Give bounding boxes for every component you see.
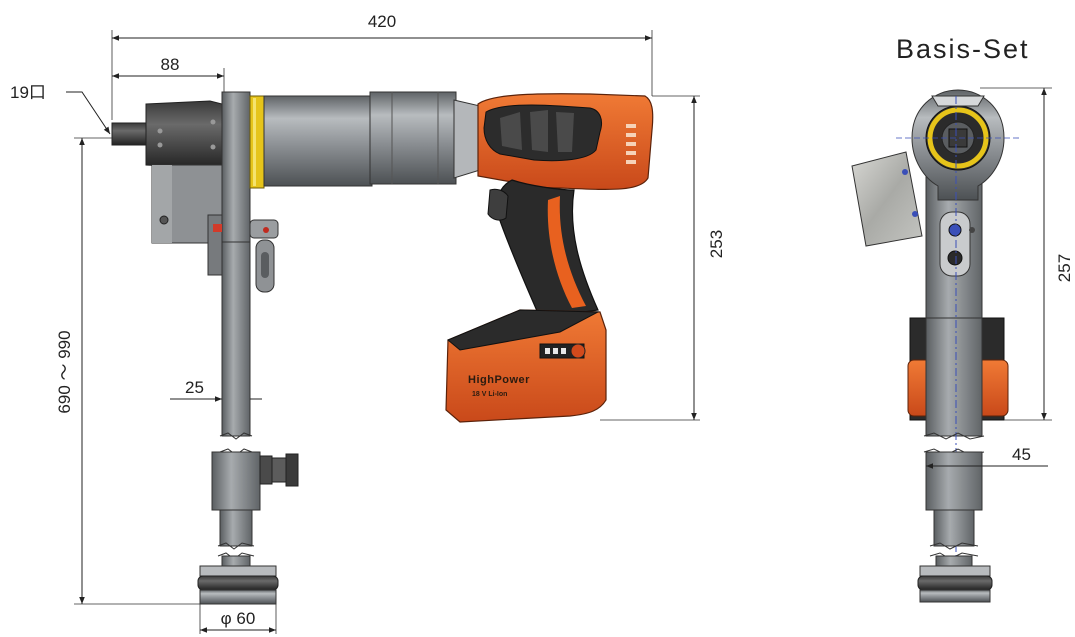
front-link	[939, 211, 971, 277]
pistol-grip	[496, 179, 599, 319]
set-title: Basis-Set	[896, 34, 1030, 64]
reaction-arm-upper	[221, 241, 251, 437]
side-view-tool: HighPower 18 V Li-Ion	[111, 91, 654, 605]
foot-pad	[197, 575, 279, 591]
square-drive	[111, 122, 148, 146]
support-plate	[221, 91, 251, 243]
dim-reaction-offset: 88	[161, 55, 180, 74]
trigger	[487, 188, 509, 221]
dim-overall-length: 420	[368, 12, 396, 31]
dim-square-drive: 19口	[10, 83, 46, 102]
vent-slots	[626, 124, 636, 164]
gearbox-collar	[369, 91, 457, 185]
reaction-plate	[851, 151, 923, 247]
front-view-dimensions: 257 45	[926, 87, 1074, 469]
yellow-ring	[249, 95, 265, 189]
front-view-tool	[851, 89, 1022, 603]
dim-arm-length: 690 ～ 990	[55, 330, 74, 413]
gearbox-cylinder	[263, 95, 373, 187]
dim-arm-depth: 45	[1012, 445, 1031, 464]
battery-brand: HighPower	[468, 374, 530, 386]
motor-connector	[453, 99, 481, 179]
drive-head	[145, 100, 223, 169]
reaction-arm-lower	[211, 451, 261, 511]
dim-arm-width: 25	[185, 378, 204, 397]
battery-spec: 18 V Li-Ion	[472, 391, 507, 398]
dim-front-height: 257	[1055, 254, 1074, 282]
dim-foot-diameter: φ 60	[221, 609, 256, 628]
dim-tool-height: 253	[707, 230, 726, 258]
arm-clamp-knob	[285, 453, 299, 487]
front-foot-pad	[917, 575, 993, 591]
side-view-dimensions: 420 88 19口 690 ～ 990 25 φ 60 253	[10, 12, 726, 634]
